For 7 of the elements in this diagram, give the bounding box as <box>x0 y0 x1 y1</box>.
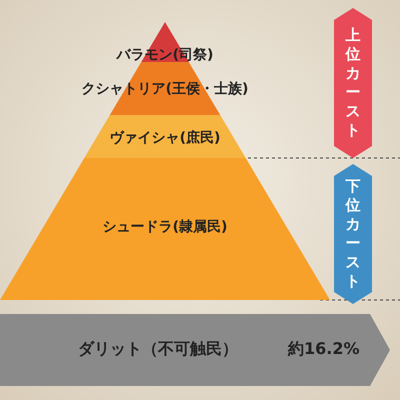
tier-label: ヴァイシャ(庶民) <box>108 129 222 147</box>
percentage-label: 約16.2% <box>288 339 360 360</box>
tier-label: ダリット（不可触民） <box>78 339 238 360</box>
caste-group-label: 下位カースト <box>345 177 361 291</box>
tier-label: クシャトリア(王侯・士族) <box>80 80 250 98</box>
tier-label: シュードラ(隷属民) <box>102 218 228 236</box>
caste-group-label: 上位カースト <box>345 26 361 140</box>
